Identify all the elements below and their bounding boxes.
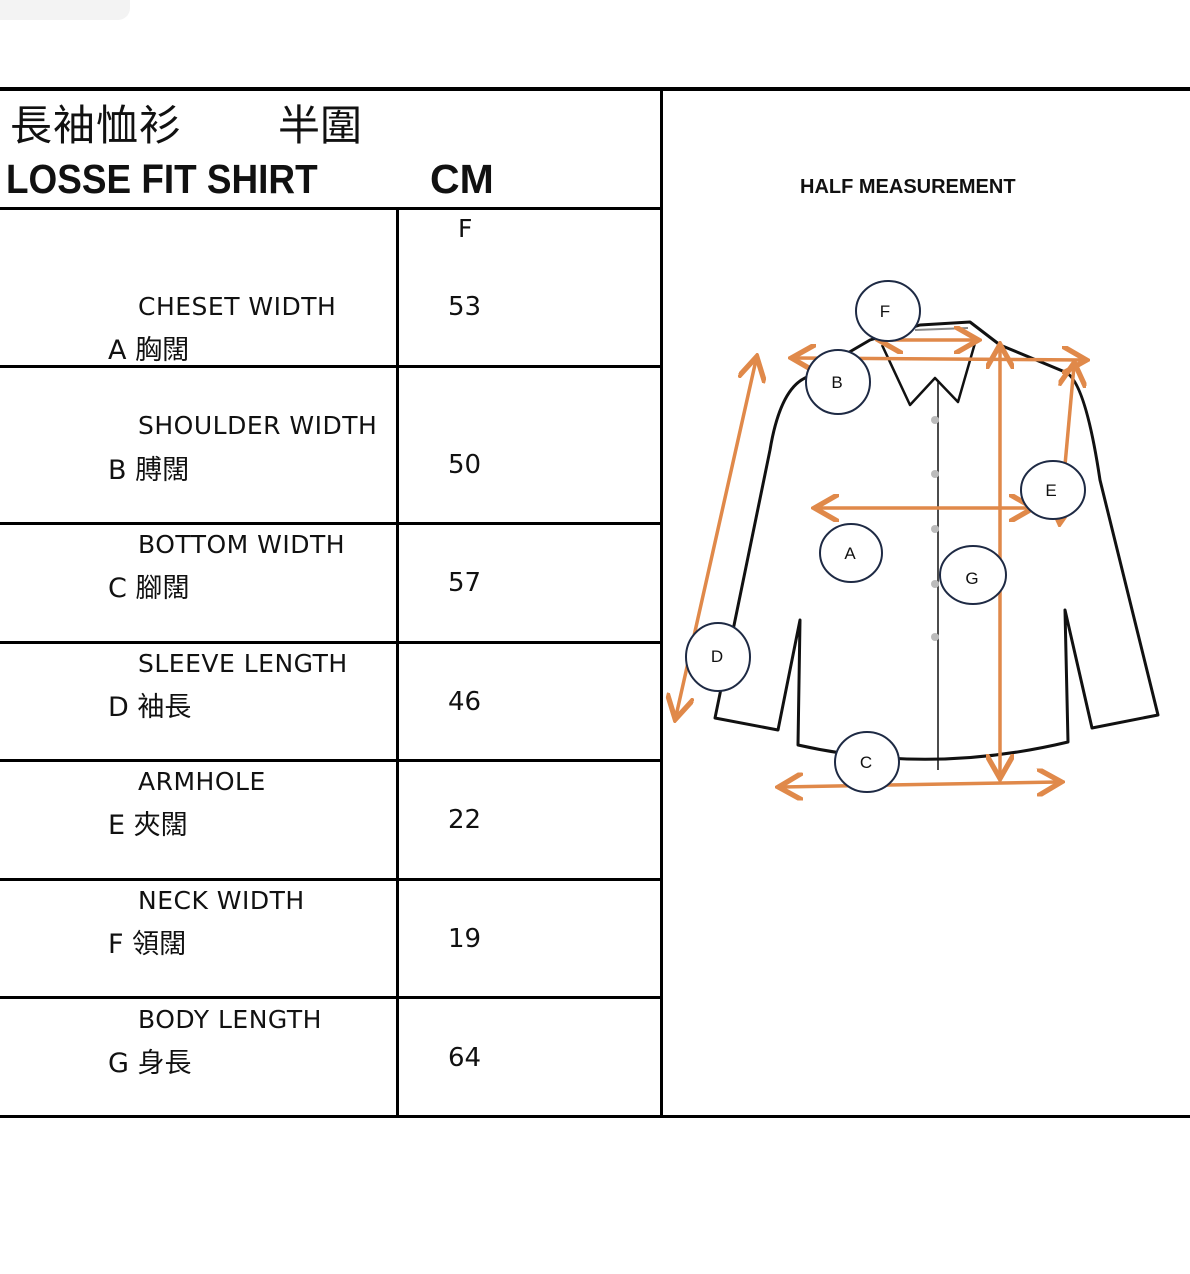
row-code: C 腳闊	[108, 573, 190, 604]
unit-label: CM	[430, 156, 494, 202]
row-value: 22	[448, 805, 482, 835]
row-label: BOTTOM WIDTH	[138, 530, 346, 559]
row-value: 53	[448, 292, 482, 322]
row-value: 64	[448, 1043, 482, 1073]
row-label: SLEEVE LENGTH	[138, 649, 348, 678]
row-code: G 身長	[108, 1048, 192, 1079]
divider	[0, 759, 662, 762]
row-value: 19	[448, 924, 482, 954]
row-code: B 膊闊	[108, 455, 190, 486]
divider	[0, 996, 662, 999]
marker-c: C	[860, 753, 872, 772]
marker-a: A	[844, 544, 856, 563]
divider	[0, 878, 662, 881]
marker-circles	[685, 280, 1086, 793]
row-value: 57	[448, 568, 482, 598]
title-chinese-unit: 半圍	[278, 101, 363, 150]
title-english: LOSSE FIT SHIRT	[6, 156, 318, 202]
size-chart-table	[0, 87, 1190, 1118]
marker-d: D	[711, 647, 723, 666]
divider	[0, 207, 662, 210]
row-label: CHESET WIDTH	[138, 292, 337, 321]
divider	[0, 365, 662, 368]
diagram-title: HALF MEASUREMENT	[800, 176, 1016, 198]
row-value: 46	[448, 687, 482, 717]
row-code: E 夾闊	[108, 810, 188, 841]
row-label: ARMHOLE	[138, 767, 266, 796]
marker-b: B	[831, 373, 842, 392]
divider	[396, 208, 399, 1118]
marker-g: G	[965, 569, 978, 588]
row-label: NECK WIDTH	[138, 886, 305, 915]
row-label: BODY LENGTH	[138, 1005, 322, 1034]
marker-e: E	[1045, 481, 1056, 500]
title-chinese: 長袖恤衫	[10, 101, 183, 150]
marker-f: F	[880, 302, 890, 321]
shirt-buttons	[931, 416, 939, 641]
size-header: F	[458, 214, 473, 243]
row-value: 50	[448, 450, 482, 480]
divider	[0, 641, 662, 644]
row-label: SHOULDER WIDTH	[138, 411, 378, 440]
row-code: D 袖長	[108, 692, 192, 723]
shirt-outline	[713, 320, 1160, 770]
top-tab-shape	[0, 0, 130, 20]
row-code: A 胸闊	[108, 335, 190, 366]
divider	[660, 88, 663, 1118]
divider	[0, 522, 662, 525]
row-code: F 領闊	[108, 929, 187, 960]
